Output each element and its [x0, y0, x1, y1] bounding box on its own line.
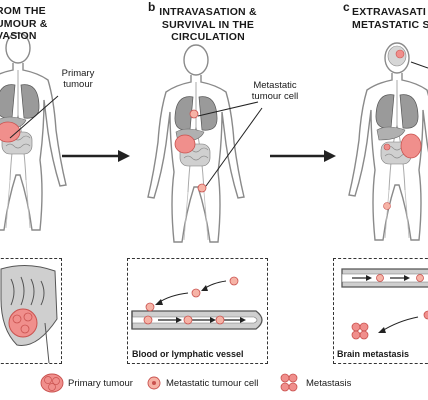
- callout-b-line-1: Metastatic: [253, 80, 297, 91]
- panel-letter-b: b: [148, 0, 156, 14]
- inset-c-graphic: [341, 268, 428, 340]
- legend: Primary tumour Metastatic tumour cell Me…: [0, 368, 428, 398]
- title-c-line-1: EXTRAVASATI: [352, 6, 426, 18]
- title-c-line-2: METASTATIC SE: [352, 18, 428, 31]
- inset-a-graphic: [0, 265, 58, 363]
- inset-a: [0, 258, 62, 364]
- panel-title-b: INTRAVASATION & SURVIVAL IN THE CIRCULAT…: [148, 6, 268, 44]
- inset-b: Blood or lymphatic vessel: [127, 258, 268, 364]
- title-b-line-3: CIRCULATION: [171, 31, 245, 43]
- legend-metastasis-icon: [280, 373, 298, 392]
- flow-arrow-1: [62, 150, 130, 162]
- legend-label-metastatic-cell: Metastatic tumour cell: [166, 378, 259, 389]
- legend-label-primary-tumour: Primary tumour: [68, 378, 133, 389]
- title-b-line-2: SURVIVAL IN THE: [161, 18, 255, 31]
- body-figure-b: [147, 44, 245, 243]
- flow-arrow-2: [270, 150, 336, 162]
- inset-c-label: Brain metastasis: [337, 349, 410, 359]
- body-figure-c: [348, 42, 428, 241]
- inset-b-graphic: [131, 276, 263, 330]
- legend-label-metastasis: Metastasis: [306, 378, 352, 389]
- panel-title-c: EXTRAVASATI METASTATIC SE: [352, 6, 428, 31]
- legend-icons: [40, 373, 298, 393]
- primary-tumour-a: [0, 121, 21, 143]
- inset-c: Brain metastasis: [333, 258, 428, 364]
- callout-metastatic-cell: Metastatic tumour cell: [244, 80, 306, 102]
- callout-line-b1: [197, 101, 259, 117]
- callout-a-line-2: tumour: [63, 79, 93, 90]
- title-a-line-3: VASION: [0, 30, 37, 42]
- body-figure-a: [0, 32, 67, 231]
- callout-b-line-2: tumour cell: [251, 91, 299, 102]
- panel-title-a: ROM THE UMOUR & VASION: [0, 5, 56, 43]
- callout-line-b2: [205, 107, 263, 187]
- title-b-line-1: INTRAVASATION &: [159, 6, 257, 18]
- callout-line-c: [410, 61, 428, 69]
- inset-b-label: Blood or lymphatic vessel: [132, 349, 244, 359]
- title-a-line-1: ROM THE: [0, 5, 46, 17]
- callout-primary-tumour: Primary tumour: [54, 68, 102, 90]
- legend-metastatic-cell-icon: [147, 376, 161, 390]
- panel-letter-c: c: [343, 0, 350, 14]
- callout-a-line-1: Primary: [61, 68, 95, 79]
- legend-primary-tumour-icon: [40, 373, 64, 393]
- callout-line-a: [9, 95, 59, 139]
- title-a-line-2: UMOUR &: [0, 17, 48, 30]
